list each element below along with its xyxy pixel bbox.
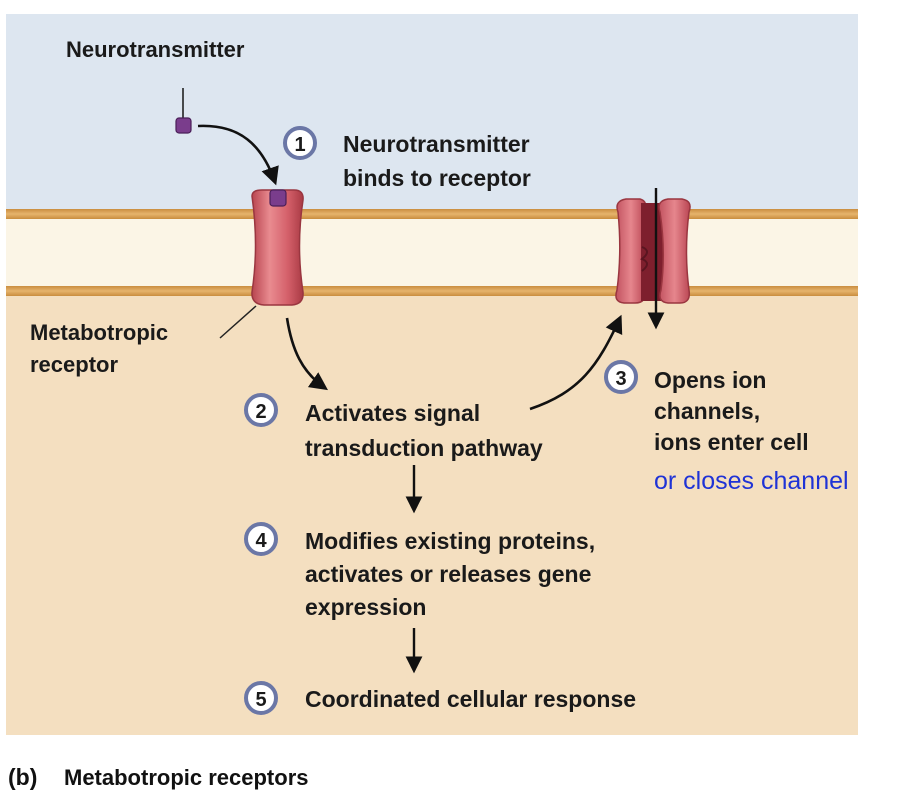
step-4-number: 4 — [255, 530, 267, 552]
metabotropic-label-line1: Metabotropic — [30, 320, 168, 345]
step-4-text-line2: activates or releases gene — [305, 561, 591, 587]
step-3-number: 3 — [615, 368, 626, 390]
step-2-number: 2 — [255, 401, 266, 423]
step-4-text-line1: Modifies existing proteins, — [305, 528, 595, 554]
step-1-badge — [283, 126, 317, 160]
step-3-text-line2: channels, — [654, 398, 760, 424]
metabotropic-receptor — [251, 189, 304, 306]
figure-caption-title: Metabotropic receptors — [64, 765, 309, 790]
step-5-text-line1: Coordinated cellular response — [305, 686, 636, 712]
cell-membrane — [6, 209, 858, 296]
step-4-badge — [244, 522, 278, 556]
step-5: 5 Coordinated cellular response — [244, 681, 636, 715]
step-4-text-line3: expression — [305, 594, 426, 620]
receptor-to-pathway-arrow — [285, 317, 328, 391]
step-2-badge — [244, 393, 278, 427]
step-1: 1 Neurotransmitter binds to receptor — [283, 126, 531, 191]
closes-channel-annotation: or closes channel — [654, 467, 849, 495]
step-3-badge — [604, 360, 638, 394]
step-4: 4 Modifies existing proteins, activates … — [244, 522, 595, 620]
step-3-text-line3: ions enter cell — [654, 429, 809, 455]
step-1-number: 1 — [294, 134, 305, 156]
metabotropic-label-line2: receptor — [30, 352, 118, 377]
bound-neurotransmitter — [269, 189, 287, 207]
step-2-text-line2: transduction pathway — [305, 435, 543, 461]
intracellular-region — [6, 295, 858, 735]
step-1-text-line2: binds to receptor — [343, 165, 531, 191]
step-5-number: 5 — [255, 689, 266, 711]
metabotropic-leader-line — [219, 305, 257, 339]
step-2-text-line1: Activates signal — [305, 400, 480, 426]
neurotransmitter-label: Neurotransmitter — [66, 37, 245, 62]
step-3-text-line1: Opens ion — [654, 367, 766, 393]
binding-arrow — [197, 124, 279, 186]
free-neurotransmitter — [175, 88, 192, 134]
step-5-badge — [244, 681, 278, 715]
step-2: 2 Activates signal transduction pathway — [244, 393, 543, 461]
pathway-to-channel-arrow — [529, 314, 623, 411]
step-3: 3 Opens ion channels, ions enter cell — [604, 360, 809, 455]
step-1-text-line1: Neurotransmitter — [343, 131, 530, 157]
extracellular-region — [6, 14, 858, 211]
figure-caption-part: (b) — [8, 764, 37, 790]
ion-channel — [615, 198, 691, 304]
